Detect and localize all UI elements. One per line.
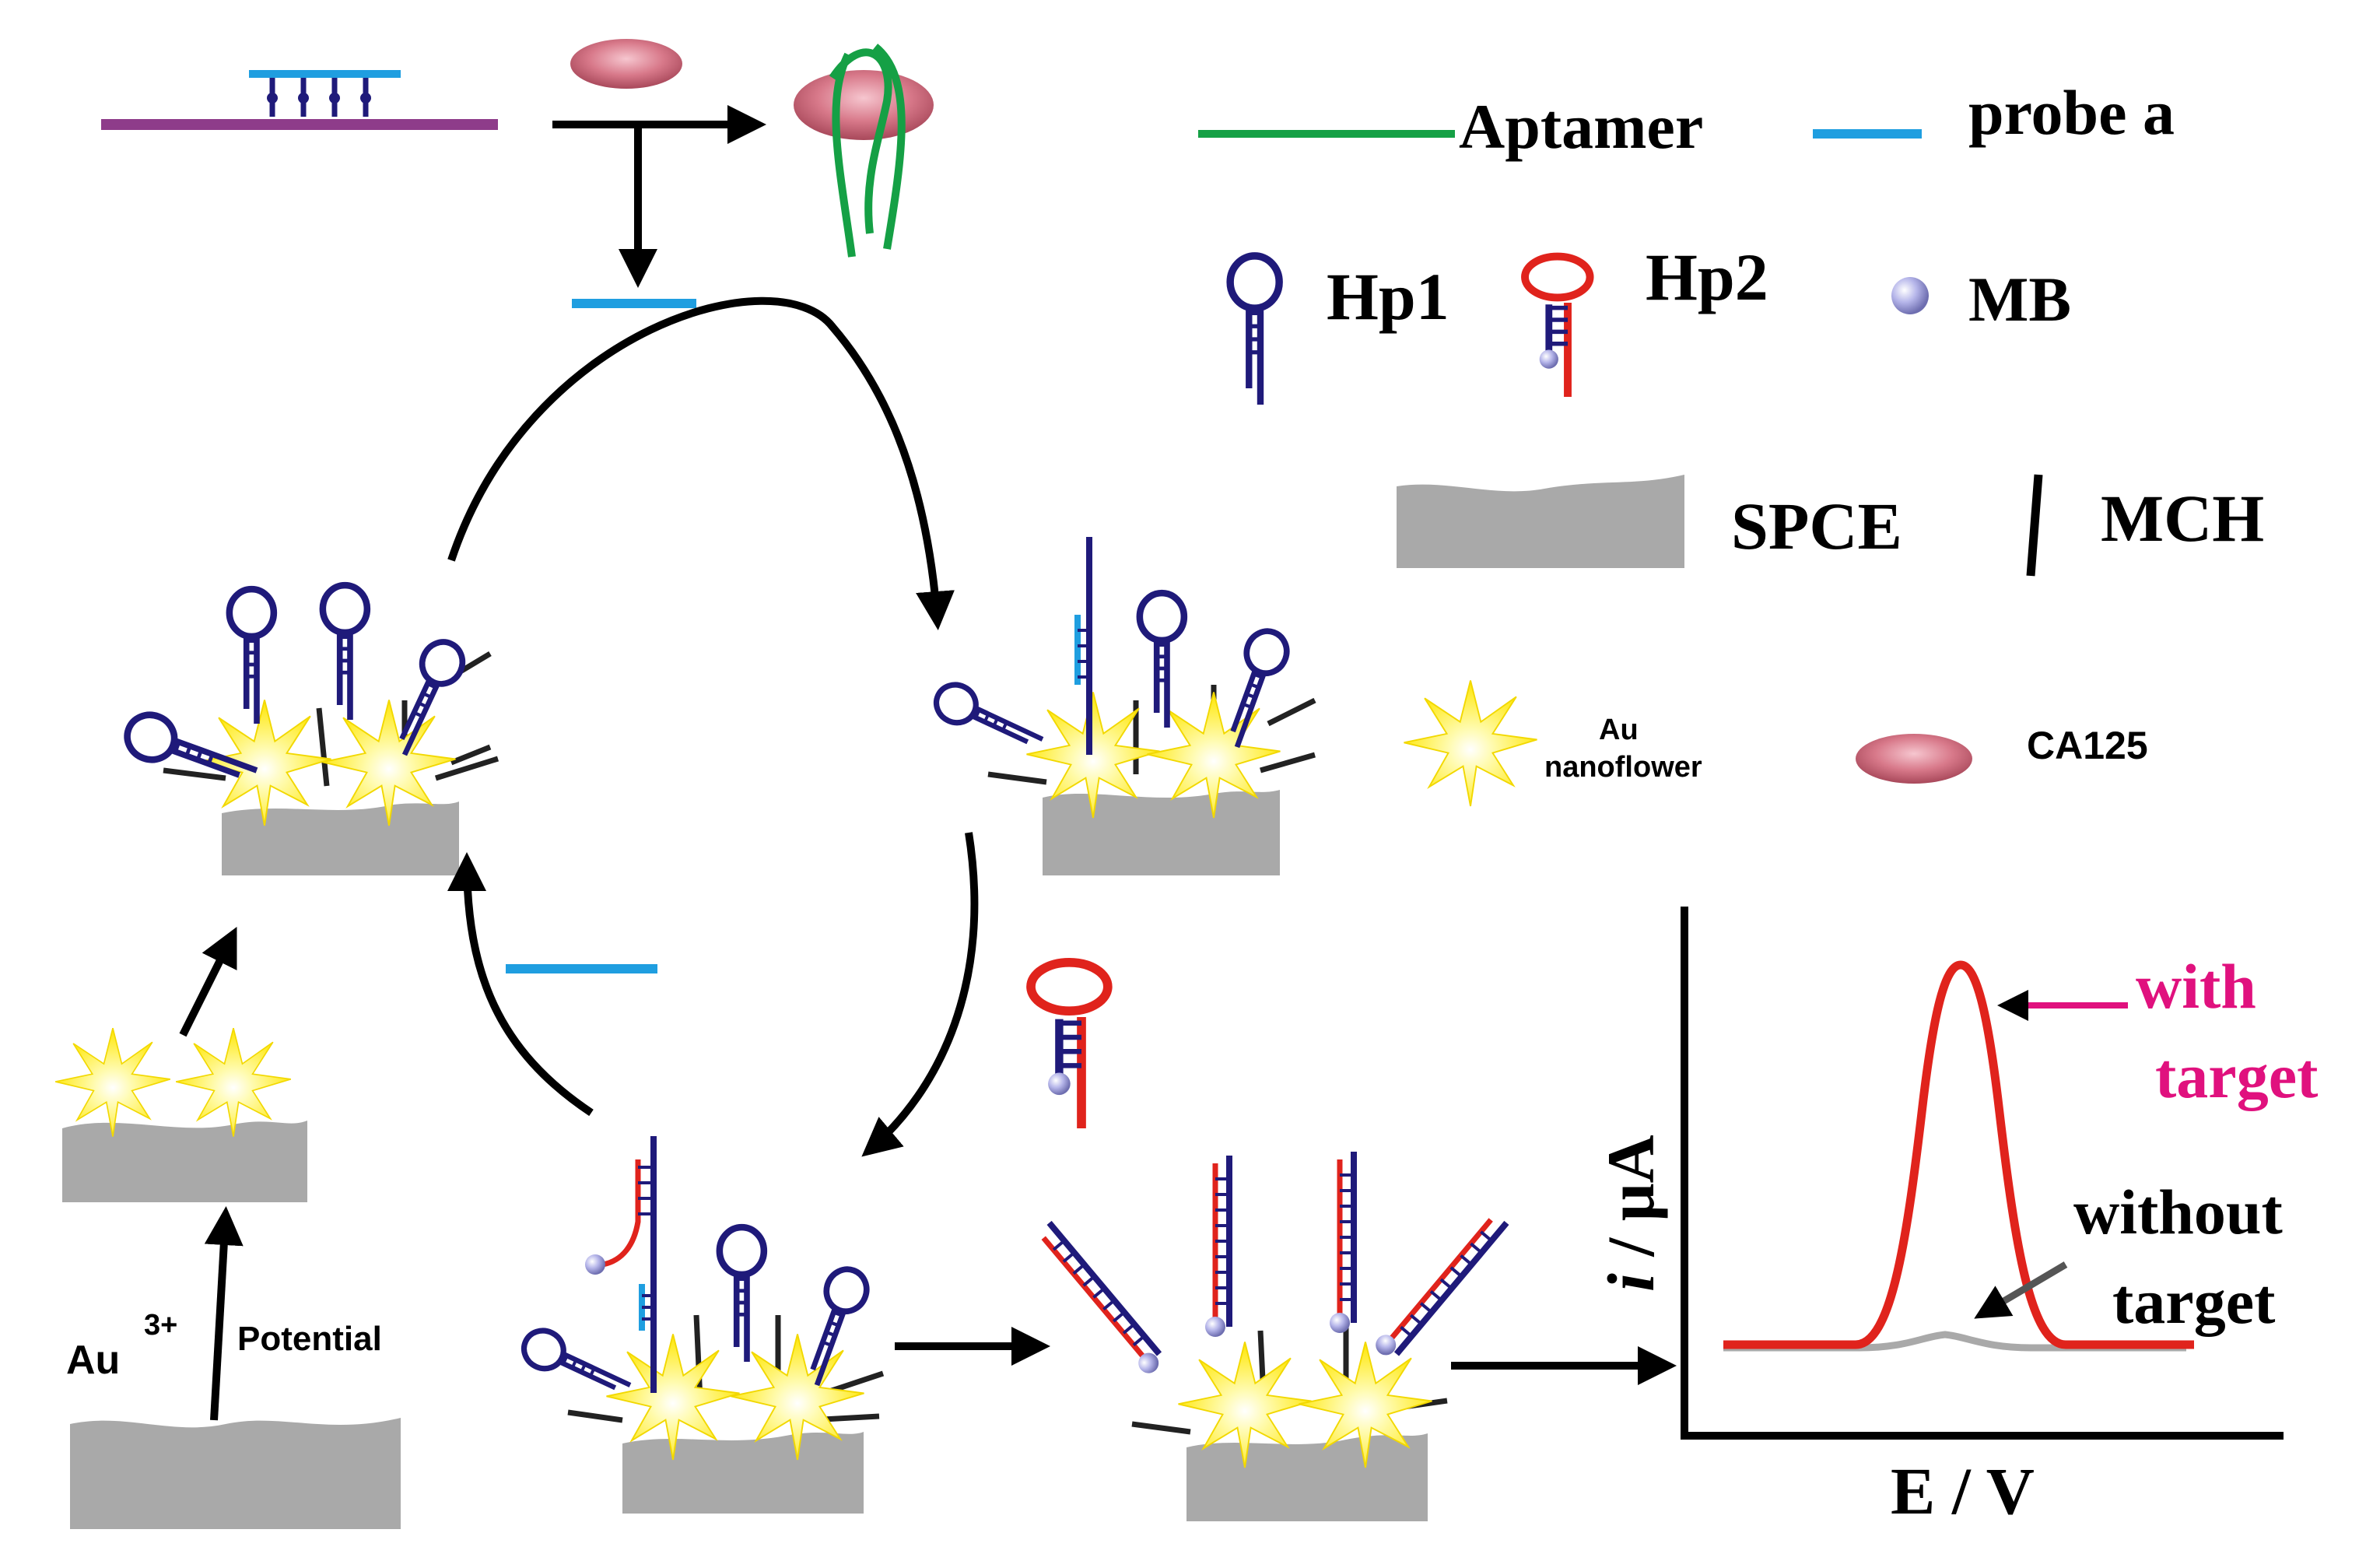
- incoming-hp2: [1031, 963, 1108, 1128]
- aptamer-ca125-complex: [794, 44, 934, 258]
- au-nanoflower-legend-label-1: Au: [1599, 714, 1639, 746]
- ca125-legend-icon: [1856, 734, 1972, 784]
- voltammogram: i / μA E / V with target without target: [1593, 907, 2318, 1528]
- x-axis-label: E / V: [1891, 1454, 2035, 1528]
- arrow: [179, 927, 237, 1037]
- au-nanoflower-legend-label-2: nanoflower: [1544, 751, 1702, 784]
- probe-hybridized-electrode: [931, 537, 1316, 875]
- legend: Aptamer probe a Hp1 Hp2 MB SPCE MCH Au n…: [1198, 77, 2264, 807]
- without-target-label-1: without: [2073, 1177, 2283, 1247]
- hp2-legend-label: Hp2: [1646, 240, 1768, 314]
- mb-legend-icon: [1891, 277, 1929, 314]
- duplex-forming-electrode: [518, 1136, 885, 1514]
- ca125-legend-label: CA125: [2027, 724, 2148, 767]
- spce-legend-icon: [1397, 475, 1684, 568]
- with-target-label-1: with: [2136, 951, 2256, 1022]
- hp2-legend-icon: [1525, 257, 1590, 397]
- arrow: [204, 1206, 244, 1421]
- bare-spce: [70, 1418, 401, 1529]
- potential-label: Potential: [237, 1320, 382, 1358]
- mch-legend-icon: [2026, 474, 2043, 577]
- without-target-curve: [1723, 1331, 2186, 1352]
- mch-legend-label: MCH: [2101, 481, 2264, 556]
- mb-legend-label: MB: [1968, 264, 2071, 335]
- arrow: [447, 296, 955, 630]
- hp1-legend-label: Hp1: [1327, 259, 1449, 334]
- hp1-modified-electrode: [121, 585, 499, 875]
- with-target-label-2: target: [2155, 1040, 2318, 1111]
- au3-label: Au: [66, 1338, 120, 1383]
- spce-legend-label: SPCE: [1731, 489, 1902, 563]
- arrow: [447, 852, 594, 1117]
- au3-superscript: 3+: [144, 1309, 177, 1342]
- hp1-legend-icon: [1230, 256, 1279, 405]
- arrow: [1974, 1261, 2068, 1319]
- aptamer-probe-complex: [101, 70, 498, 130]
- final-duplex-electrode: [1031, 1152, 1507, 1521]
- aunf-spce: [54, 1027, 307, 1202]
- without-target-label-2: target: [2112, 1266, 2275, 1337]
- au-nanoflower-legend-icon: [1403, 679, 1538, 807]
- y-axis-label: i / μA: [1593, 1135, 1668, 1292]
- ca125-protein: [570, 39, 682, 89]
- with-target-curve: [1723, 960, 2194, 1349]
- arrow: [861, 832, 979, 1157]
- probe-a-legend-label: probe a: [1968, 77, 2175, 148]
- aptamer-legend-label: Aptamer: [1459, 91, 1703, 162]
